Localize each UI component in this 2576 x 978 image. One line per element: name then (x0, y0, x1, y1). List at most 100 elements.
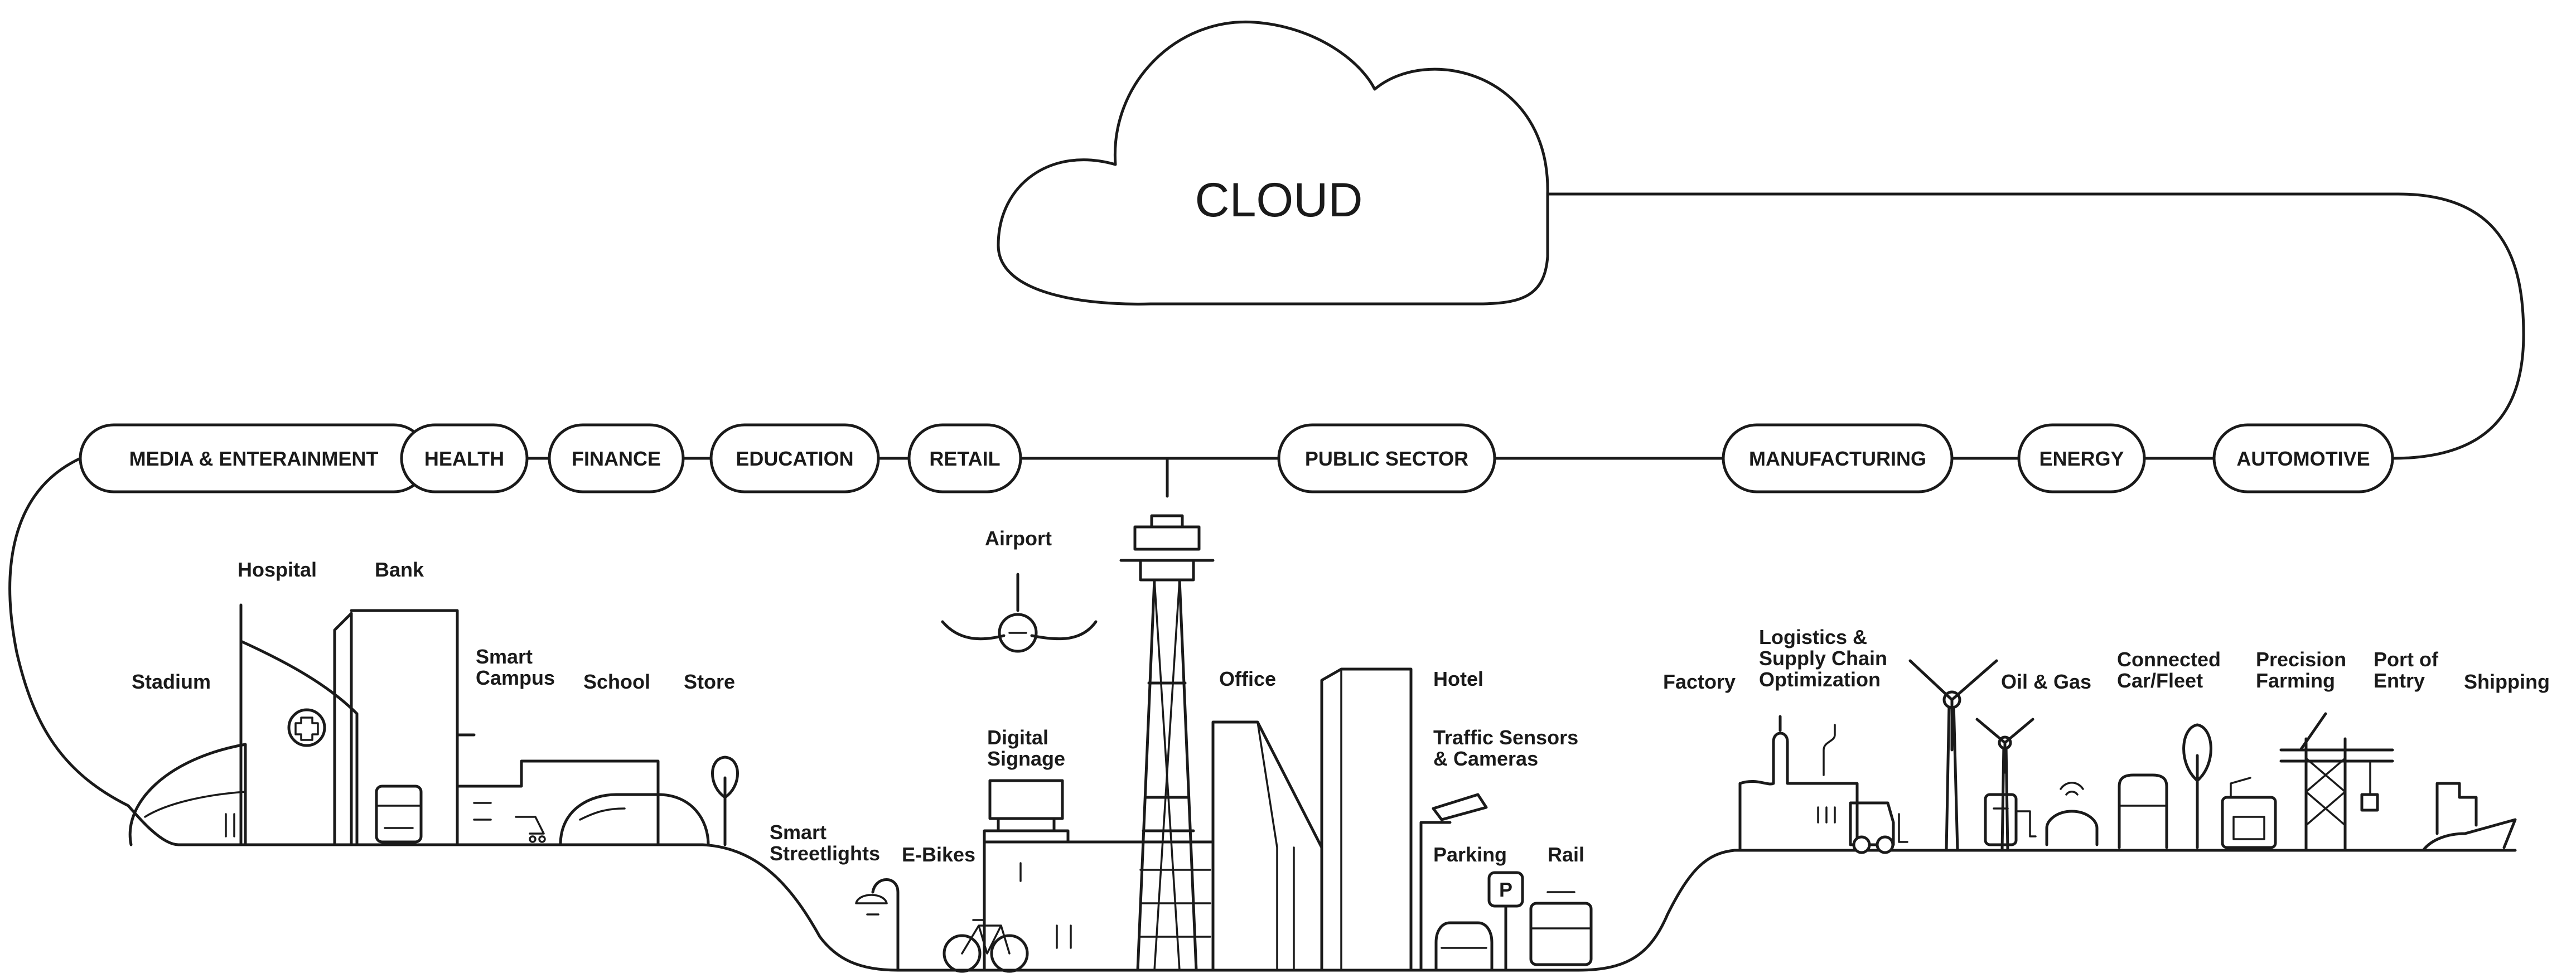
place-label-line: Connected (2117, 648, 2221, 671)
sector-label: HEALTH (424, 447, 504, 470)
parking-illustration: P (1434, 871, 1524, 972)
place-label-line: Hospital (238, 558, 317, 581)
logistics-truck-illustration (1849, 801, 1908, 854)
sector-pill-retail: RETAIL (907, 423, 1022, 493)
place-label-line: Store (684, 670, 735, 693)
place-label-line: Precision (2256, 648, 2346, 671)
place-label-line: Bank (375, 558, 424, 581)
place-label-line: Supply Chain (1759, 647, 1887, 670)
smart-campus-illustration (456, 733, 660, 846)
place-label-line: Streetlights (770, 842, 880, 865)
traffic-camera-illustration (1419, 793, 1488, 972)
sector-label: MANUFACTURING (1749, 447, 1926, 470)
school-illustration (559, 793, 710, 846)
place-label-line: Digital (987, 726, 1048, 749)
sector-pill-energy: ENERGY (2017, 423, 2146, 493)
cloud-label: CLOUD (1195, 173, 1362, 227)
sector-label: AUTOMOTIVE (2236, 447, 2370, 470)
pill-outline (2212, 423, 2394, 493)
place-label-line: Rail (1548, 843, 1584, 866)
place-label-traffic-sensors-and-cameras: Traffic Sensors& Cameras (1433, 726, 1578, 770)
place-label-line: Farming (2256, 669, 2335, 692)
place-label-line: Smart (476, 645, 533, 668)
sector-pill-automotive: AUTOMOTIVE (2212, 423, 2394, 493)
place-label-school: School (583, 670, 650, 693)
pill-outline (548, 423, 685, 493)
place-label-line: Entry (2374, 669, 2425, 692)
smart-streetlight-illustration (855, 878, 900, 972)
place-label-line: Stadium (132, 670, 211, 693)
place-label-hospital: Hospital (238, 558, 317, 581)
tree-illustration (2182, 723, 2212, 849)
place-label-line: Oil & Gas (2001, 670, 2091, 693)
hotel-illustration (1320, 667, 1413, 972)
place-label-line: Logistics & (1759, 626, 1867, 648)
place-label-shipping: Shipping (2464, 670, 2550, 693)
office-illustration (1211, 720, 1323, 972)
place-label-line: Car/Fleet (2117, 669, 2203, 692)
place-label-line: Office (1219, 667, 1276, 690)
place-label-airport: Airport (985, 527, 1052, 550)
ship-illustration (2422, 782, 2517, 852)
place-label-line: Campus (476, 666, 555, 689)
place-label-hotel: Hotel (1433, 667, 1483, 690)
place-label-line: Smart (770, 821, 827, 844)
sector-label: FINANCE (572, 447, 661, 470)
pill-outline (2017, 423, 2146, 493)
cloud: CLOUD (997, 20, 1549, 306)
wind-turbines-illustration (1908, 659, 2034, 852)
sector-label: EDUCATION (736, 447, 853, 470)
precision-farming-illustration (2221, 777, 2277, 849)
sector-label: MEDIA & ENTERAINMENT (129, 447, 379, 470)
sector-pill-health: HEALTH (400, 423, 529, 493)
place-label-line: Optimization (1759, 668, 1881, 691)
rail-illustration (1529, 891, 1593, 966)
parking-sign-text: P (1499, 878, 1512, 901)
e-bike-illustration (943, 919, 1029, 973)
place-label-oil-and-gas: Oil & Gas (2001, 670, 2091, 693)
fuel-pump-illustration (1984, 793, 2037, 846)
place-label-line: Hotel (1433, 667, 1483, 690)
sector-pill-manufacturing: MANUFACTURING (1722, 423, 1954, 493)
pill-outline (709, 423, 880, 493)
sector-label: ENERGY (2039, 447, 2124, 470)
place-label-line: School (583, 670, 650, 693)
pill-outline (1722, 423, 1954, 493)
hospital-illustration (239, 603, 359, 846)
place-label-line: Signage (987, 747, 1065, 770)
place-label-parking: Parking (1433, 843, 1507, 866)
place-label-office: Office (1219, 667, 1276, 690)
sector-label: PUBLIC SECTOR (1305, 447, 1468, 470)
place-label-store: Store (684, 670, 735, 693)
place-label-line: & Cameras (1433, 747, 1538, 770)
digital-signage-illustration (983, 779, 1137, 972)
place-label-rail: Rail (1548, 843, 1584, 866)
stadium-illustration (128, 743, 247, 846)
pill-outline (907, 423, 1022, 493)
place-label-bank: Bank (375, 558, 424, 581)
place-label-line: Shipping (2464, 670, 2550, 693)
sector-pill-media-and-enterainment: MEDIA & ENTERAINMENT (79, 423, 429, 493)
airplane-illustration (941, 573, 1098, 653)
place-label-line: Parking (1433, 843, 1507, 866)
connected-car-illustration (2045, 773, 2168, 849)
place-label-stadium: Stadium (132, 670, 211, 693)
pill-outline (400, 423, 529, 493)
place-label-line: Airport (985, 527, 1052, 550)
sector-pill-public-sector: PUBLIC SECTOR (1277, 423, 1496, 493)
sector-pill-education: EDUCATION (709, 423, 880, 493)
place-label-line: Traffic Sensors (1433, 726, 1578, 749)
store-illustration (711, 756, 739, 846)
ground-line (8, 457, 2517, 972)
factory-illustration (1738, 715, 1859, 852)
place-label-e-bikes: E-Bikes (902, 843, 975, 866)
control-tower-illustration (1119, 514, 1215, 972)
